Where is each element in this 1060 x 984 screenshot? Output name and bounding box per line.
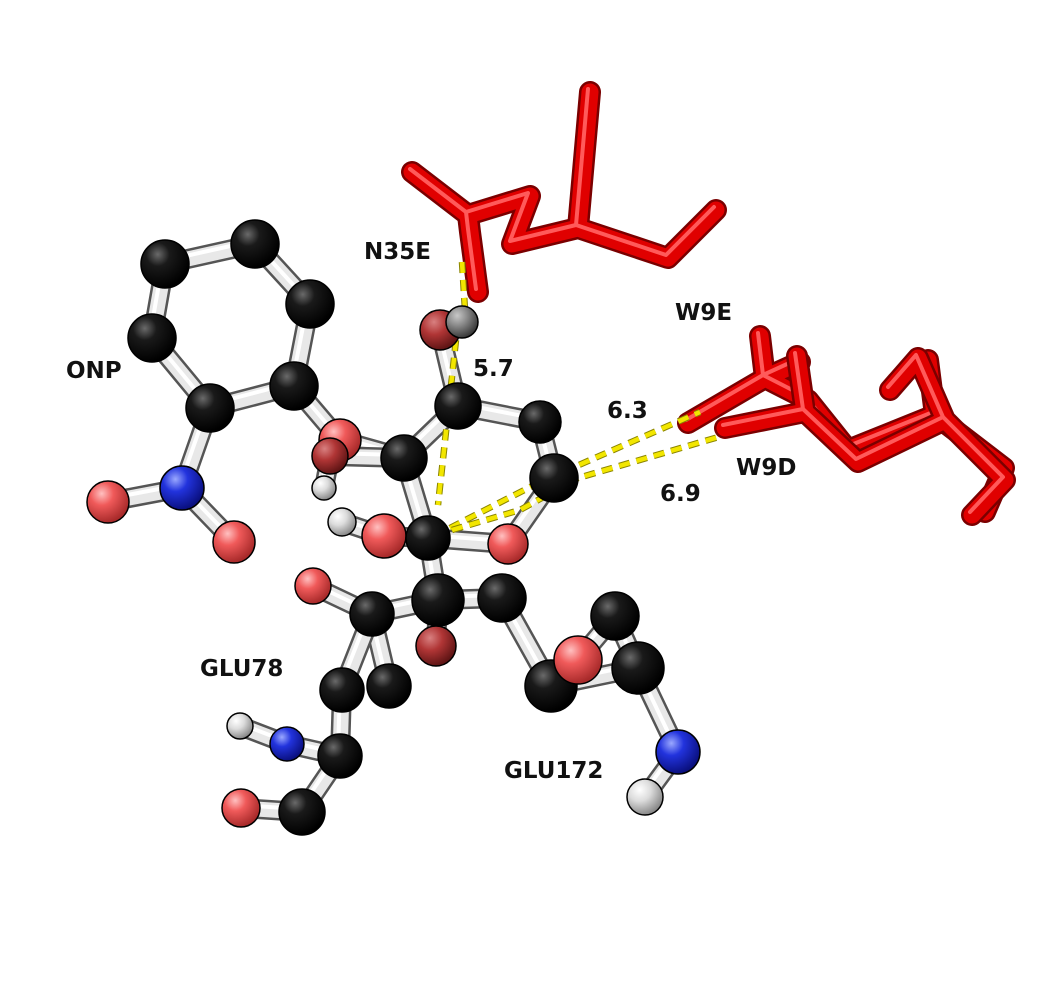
atom-h-g172 <box>626 778 664 816</box>
atom-c-ring3 <box>285 279 335 329</box>
atom-c-ring2 <box>230 219 280 269</box>
atom-c-s2 <box>434 382 482 430</box>
atom-c-s3 <box>518 400 562 444</box>
atom-h-1 <box>311 475 337 501</box>
atom-o-g172 <box>553 635 603 685</box>
label-w9e: W9E <box>675 300 732 326</box>
atom-o-nitro1 <box>86 480 130 524</box>
distance-label-3: 6.9 <box>660 481 701 507</box>
atom-n-g78 <box>269 726 305 762</box>
atom-c-g172a <box>590 591 640 641</box>
atom-c-ring6 <box>127 313 177 363</box>
atom-c-g172c <box>611 641 665 695</box>
atom-c-s5 <box>405 515 451 561</box>
atom-o-ring <box>487 523 529 565</box>
label-onp: ONP <box>66 358 122 384</box>
atom-c-g78b <box>366 663 412 709</box>
atom-h-top <box>445 305 479 339</box>
atom-c-ring1 <box>140 239 190 289</box>
atom-n-g172 <box>655 729 701 775</box>
atom-n-nitro <box>159 465 205 511</box>
atom-c-g78a <box>349 591 395 637</box>
label-glu172: GLU172 <box>504 758 603 784</box>
atoms <box>86 219 701 836</box>
distance-label-1: 5.7 <box>473 356 514 382</box>
atom-c-s6 <box>411 573 465 627</box>
atom-c-s1 <box>380 434 428 482</box>
labels: N35E ONP W9E W9D GLU78 GLU172 5.7 6.3 6.… <box>66 239 796 784</box>
atom-o-back <box>311 437 349 475</box>
atom-c-ring4 <box>269 361 319 411</box>
atom-c-g78e <box>278 788 326 836</box>
atom-o-low <box>415 625 457 667</box>
label-n35e: N35E <box>364 239 431 265</box>
atom-h-2 <box>327 507 357 537</box>
red-residue-w9e <box>677 325 1015 523</box>
distance-label-2: 6.3 <box>607 398 648 424</box>
red-residue-w9d <box>714 345 1016 526</box>
label-glu78: GLU78 <box>200 656 283 682</box>
atom-c-s7 <box>477 573 527 623</box>
red-residue-n35e <box>401 81 727 303</box>
atom-c-g78c <box>319 667 365 713</box>
atom-o-mid <box>361 513 407 559</box>
atom-c-s4 <box>529 453 579 503</box>
distance-line-2 <box>448 409 702 531</box>
atom-o-nitro2 <box>212 520 256 564</box>
red-residue-sticks <box>401 81 1016 526</box>
label-w9d: W9D <box>736 455 796 481</box>
atom-o-g78b <box>221 788 261 828</box>
atom-h-g78 <box>226 712 254 740</box>
atom-o-g78 <box>294 567 332 605</box>
atom-c-ring5 <box>185 383 235 433</box>
atom-c-g78d <box>317 733 363 779</box>
